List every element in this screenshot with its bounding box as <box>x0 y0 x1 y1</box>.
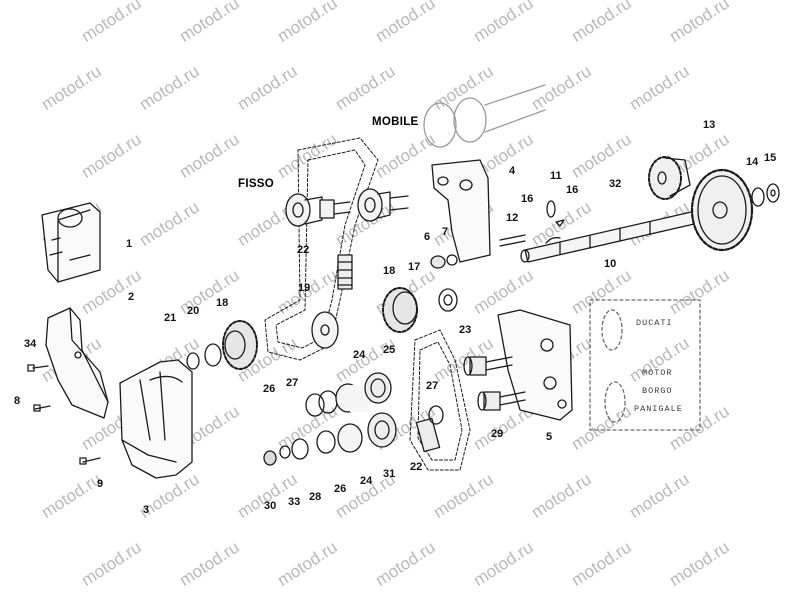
label-fisso: FISSO <box>238 178 275 190</box>
callout-33: 33 <box>288 496 301 508</box>
callout-23: 23 <box>459 324 472 336</box>
callout-15: 15 <box>764 152 777 164</box>
callout-13: 13 <box>703 119 716 131</box>
callout-2: 2 <box>128 291 135 303</box>
callout-5: 5 <box>546 431 553 443</box>
callout-29: 29 <box>491 428 504 440</box>
part-mobile-gears <box>423 84 546 148</box>
part-disc-19 <box>311 311 339 349</box>
part-cam-gear <box>690 168 754 252</box>
callout-27b: 27 <box>426 380 439 392</box>
callout-21: 21 <box>164 312 177 324</box>
part-roller-22 <box>285 193 351 227</box>
callout-3: 3 <box>143 504 150 516</box>
label-mobile: MOBILE <box>372 116 419 128</box>
callout-11: 11 <box>550 170 562 182</box>
callout-22b: 22 <box>410 461 423 473</box>
part-front-cover <box>119 359 193 479</box>
callout-17: 17 <box>408 261 421 273</box>
callout-20: 20 <box>187 305 200 317</box>
part-roller-mobile <box>357 188 409 222</box>
callout-24b: 24 <box>360 475 373 487</box>
callout-30: 30 <box>264 500 277 512</box>
part-upper-cover <box>41 202 101 283</box>
callout-6: 6 <box>424 231 431 243</box>
callout-18b: 18 <box>216 297 229 309</box>
part-camshaft <box>520 209 704 263</box>
plate-text-3: BORGO <box>642 386 673 396</box>
callout-8: 8 <box>14 395 21 407</box>
callout-25: 25 <box>383 344 396 356</box>
part-pin-12 <box>499 200 565 247</box>
callout-24a: 24 <box>353 349 366 361</box>
callout-31: 31 <box>383 468 396 480</box>
plate-text-2: MOTOR <box>642 368 673 378</box>
part-gear-32 <box>648 156 691 200</box>
callout-28: 28 <box>309 491 322 503</box>
part-tensioner-plate <box>431 159 491 263</box>
callout-27a: 27 <box>286 377 299 389</box>
callout-34: 34 <box>24 338 37 350</box>
callout-1: 1 <box>126 238 133 250</box>
callout-12: 12 <box>506 212 519 224</box>
callout-4: 4 <box>509 165 516 177</box>
callout-18a: 18 <box>383 265 396 277</box>
callout-7: 7 <box>442 226 449 238</box>
part-washers-14-15 <box>751 183 780 207</box>
callout-26b: 26 <box>334 483 347 495</box>
part-engine-case-plate <box>589 299 701 431</box>
callout-16b: 16 <box>566 184 579 196</box>
part-pulley-18 <box>382 287 458 333</box>
part-belt-segments <box>337 254 441 453</box>
part-fixed-bracket <box>497 309 573 421</box>
callout-16a: 16 <box>521 193 534 205</box>
plate-text-1: DUCATI <box>636 318 673 328</box>
callout-32: 32 <box>609 178 622 190</box>
callout-19: 19 <box>298 282 311 294</box>
callout-26a: 26 <box>263 383 276 395</box>
callout-14: 14 <box>746 156 759 168</box>
callout-10: 10 <box>604 258 617 270</box>
callout-22a: 22 <box>297 244 310 256</box>
part-rear-cover <box>45 307 109 419</box>
plate-text-4: PANIGALE <box>634 404 683 414</box>
part-screws <box>27 364 101 465</box>
part-studs-29 <box>463 356 526 411</box>
callout-9: 9 <box>97 478 104 490</box>
part-nut-6-17 <box>430 254 458 269</box>
part-bearing-stack <box>263 372 444 466</box>
part-pulley-lower <box>186 320 258 370</box>
